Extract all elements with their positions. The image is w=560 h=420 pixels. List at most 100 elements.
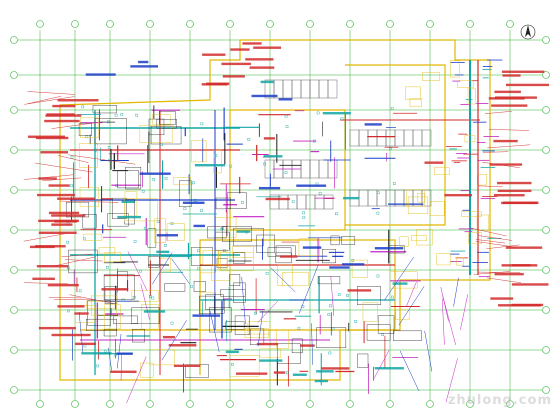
annotation-mark	[139, 172, 171, 175]
room-partition	[229, 274, 241, 286]
room-partition	[86, 301, 117, 309]
leader-line	[330, 276, 335, 316]
annotation-mark	[48, 184, 70, 187]
leader-line	[298, 264, 319, 314]
annotation-mark	[57, 305, 85, 308]
axis-bubble-icon	[10, 306, 18, 314]
parking-stall	[421, 189, 432, 207]
axis-bubble-icon	[10, 146, 18, 154]
leader-line	[51, 122, 98, 129]
axis-bubble-icon	[106, 20, 114, 28]
leader-line	[24, 96, 75, 105]
room-partition	[232, 246, 254, 258]
room-partition	[357, 353, 369, 368]
axis-bubble-icon	[306, 20, 314, 28]
annotation-mark	[279, 255, 298, 258]
leader-line	[424, 330, 433, 372]
room-partition	[94, 118, 127, 145]
diffuser	[247, 138, 251, 141]
annotation-mark	[497, 189, 532, 193]
leader-line	[23, 233, 66, 242]
room-partition	[477, 174, 488, 186]
diffuser	[135, 113, 138, 117]
diffuser	[302, 211, 305, 215]
annotation-mark	[292, 373, 307, 376]
diffuser	[284, 114, 288, 118]
diffuser	[66, 240, 70, 244]
leader-line	[60, 200, 119, 203]
annotation-mark	[498, 304, 541, 307]
diffuser	[192, 181, 195, 185]
room-partition	[124, 198, 158, 222]
room-partition	[139, 125, 173, 143]
room-partition	[179, 180, 192, 207]
annotation-mark	[156, 234, 179, 237]
room-partition	[464, 135, 476, 143]
room-partition	[330, 235, 340, 246]
diffuser	[241, 201, 244, 204]
diffuser	[139, 269, 142, 273]
room-partition	[92, 105, 117, 114]
annotation-mark	[236, 372, 268, 375]
diffuser	[193, 198, 197, 202]
room-partition	[125, 166, 142, 190]
leader-line	[209, 310, 220, 352]
leader-line	[482, 161, 520, 168]
room-partition	[277, 264, 293, 286]
axis-bubble-icon	[466, 20, 474, 28]
diffuser	[214, 154, 218, 157]
leader-line	[171, 258, 190, 285]
annotation-mark	[343, 196, 360, 200]
leader-line	[477, 185, 503, 187]
annotation-mark	[225, 350, 239, 354]
axis-bubble-icon	[10, 106, 18, 114]
diffuser	[107, 146, 111, 149]
diffuser	[327, 313, 331, 316]
annotation-mark	[52, 104, 76, 108]
axis-bubble-icon	[386, 20, 394, 28]
annotation-labels	[28, 42, 550, 383]
room-partition	[154, 218, 166, 244]
leader-line	[27, 96, 62, 105]
annotation-mark	[251, 94, 278, 98]
axis-bubble-icon	[346, 20, 354, 28]
axis-bubble-icon	[266, 20, 274, 28]
leader-line	[48, 296, 82, 299]
room-partition	[104, 286, 118, 304]
annotation-mark	[392, 282, 408, 285]
axis-bubble-icon	[146, 20, 154, 28]
axis-bubble-icon	[10, 186, 18, 194]
leader-line	[140, 283, 150, 320]
room-partition	[275, 252, 292, 264]
annotation-mark	[501, 201, 538, 205]
leader-line	[152, 252, 173, 285]
leader-line	[478, 235, 513, 241]
annotation-mark	[173, 364, 201, 368]
leader-line	[126, 356, 147, 404]
axis-bubble-icon	[426, 400, 434, 408]
leader-line	[161, 320, 187, 361]
diffuser	[329, 304, 332, 308]
axis-bubble-icon	[542, 106, 550, 114]
leader-line	[61, 253, 93, 258]
annotation-mark	[501, 264, 531, 267]
axis-bubble-icon	[386, 400, 394, 408]
annotation-mark	[491, 104, 528, 107]
watermark: zhulong.com	[447, 393, 552, 408]
room-partition	[461, 211, 482, 217]
annotation-mark	[45, 114, 82, 117]
leader-line	[399, 350, 420, 392]
diffuser	[354, 320, 357, 323]
axis-bubble-icon	[346, 400, 354, 408]
annotation-mark	[40, 151, 69, 154]
room-partition	[259, 348, 282, 358]
diffuser	[115, 184, 119, 187]
diffuser	[331, 327, 335, 331]
room-partition	[98, 247, 116, 255]
leader-line	[58, 155, 89, 163]
room-partition	[436, 253, 451, 266]
leader-line	[311, 323, 313, 365]
annotation-mark	[74, 312, 89, 315]
room-partition	[79, 187, 100, 208]
room-partition	[199, 295, 215, 315]
